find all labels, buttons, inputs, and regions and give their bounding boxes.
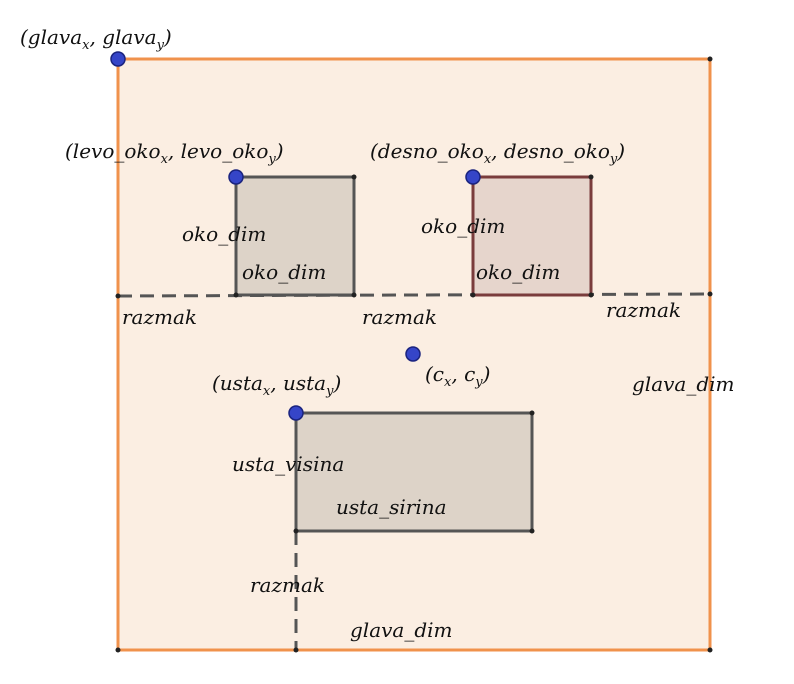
eye-baseline-dashed — [117, 292, 711, 298]
razmak-right-label: razmak — [606, 298, 681, 322]
center-point-label: (cx, cy) — [425, 362, 490, 390]
right-eye-point — [465, 169, 481, 185]
head-dim-bottom-label: glava_dim — [350, 618, 453, 642]
razmak-left-label: razmak — [122, 305, 197, 329]
right-eye-square — [471, 175, 593, 297]
mouth-height-label: usta_visina — [232, 452, 344, 476]
right-eye-point-label: (desno_okox, desno_okoy) — [370, 139, 625, 167]
right-eye-height-label: oko_dim — [421, 214, 505, 238]
mouth-point-label: (ustax, ustay) — [212, 371, 341, 399]
head-dim-right-label: glava_dim — [632, 372, 735, 396]
left-eye-width-label: oko_dim — [242, 260, 326, 284]
left-eye-point-label: (levo_okox, levo_okoy) — [65, 139, 284, 167]
right-eye-width-label: oko_dim — [476, 260, 560, 284]
left-eye-square — [234, 175, 356, 297]
vertex-dots — [115, 56, 713, 653]
head-point — [110, 51, 126, 67]
center-point — [405, 346, 421, 362]
left-eye-height-label: oko_dim — [182, 222, 266, 246]
mouth-point — [288, 405, 304, 421]
mouth-width-label: usta_sirina — [336, 495, 447, 519]
left-eye-point — [228, 169, 244, 185]
razmak-bottom-label: razmak — [250, 573, 325, 597]
mouth-rectangle — [294, 411, 534, 533]
razmak-middle-label: razmak — [362, 305, 437, 329]
head-point-label: (glavax, glavay) — [20, 25, 172, 53]
